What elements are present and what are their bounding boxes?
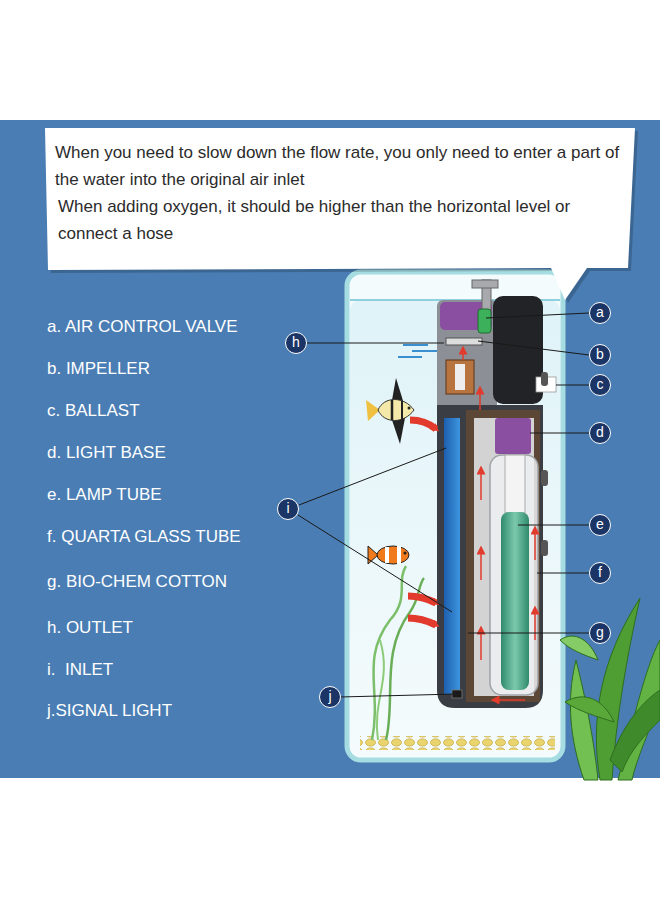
- light-base: [495, 418, 531, 454]
- water-ripple: [398, 356, 422, 358]
- fish-fin: [392, 418, 405, 444]
- leader-line: [299, 448, 446, 505]
- flow-arrow: [534, 610, 536, 640]
- callout-letter: e: [596, 517, 604, 531]
- flow-arrow: [479, 390, 481, 410]
- leader-line: [478, 341, 589, 355]
- suction-cup: [541, 372, 548, 386]
- water-ripple: [403, 344, 428, 346]
- fish-eye: [408, 407, 411, 410]
- speech-bubble: When you need to slow down the flow rate…: [45, 128, 635, 270]
- callout-letter: j: [328, 689, 331, 703]
- gravel: [360, 736, 555, 750]
- aquarium-tank: [347, 272, 563, 760]
- flow-arrow: [534, 530, 536, 560]
- leader-line: [530, 433, 589, 434]
- air-control-valve: [478, 309, 491, 333]
- flow-arrow: [480, 550, 482, 580]
- part-label: f. QUARTA GLASS TUBE: [47, 527, 241, 547]
- callout-letter: a: [596, 305, 604, 319]
- callout-letter: h: [292, 335, 300, 349]
- flow-arrow: [480, 470, 482, 500]
- leader-line: [518, 525, 589, 526]
- part-label: b. IMPELLER: [47, 359, 150, 379]
- callout-letter: f: [598, 565, 602, 579]
- part-label: a. AIR CONTROL VALVE: [47, 317, 238, 337]
- callout-circle: c: [589, 374, 611, 396]
- intake-arrow: [408, 618, 436, 625]
- leader-line: [340, 694, 456, 697]
- filter-housing: [437, 405, 543, 708]
- part-label: i. INLET: [47, 660, 113, 680]
- part-label: h. OUTLET: [47, 618, 133, 638]
- callout-circle: b: [589, 344, 611, 366]
- leader-line: [556, 385, 589, 386]
- impeller: [446, 338, 482, 345]
- leader-line: [298, 515, 452, 612]
- filter-head: [437, 300, 497, 410]
- lamp-cap: [505, 455, 525, 513]
- callout-circle: e: [589, 514, 611, 536]
- callout-letter: d: [596, 425, 604, 439]
- angelfish: [378, 400, 414, 421]
- suction-cup: [541, 540, 548, 556]
- callout-circle: d: [589, 422, 611, 444]
- note-text: When adding oxygen, it should be higher …: [58, 193, 623, 247]
- water-ripple: [412, 350, 440, 352]
- part-label: j.SIGNAL LIGHT: [47, 701, 172, 721]
- callout-letter: b: [596, 347, 604, 361]
- callout-letter: c: [597, 377, 604, 391]
- fish-stripe: [397, 546, 401, 564]
- bubble-shape: [45, 128, 635, 300]
- callout-circle: h: [285, 332, 307, 354]
- quartz-glass-tube: [490, 455, 538, 695]
- flow-arrow: [462, 350, 464, 360]
- plant-leaf: [570, 660, 598, 780]
- fish-stripe: [385, 547, 389, 563]
- flow-arrow: [495, 699, 525, 701]
- plant-leaf: [565, 697, 614, 722]
- callout-circle: g: [589, 622, 611, 644]
- ballast: [493, 296, 543, 404]
- blue-panel: [0, 120, 660, 778]
- callout-circle: a: [589, 302, 611, 324]
- intake-arrow: [410, 420, 436, 429]
- suction-cup: [541, 470, 548, 486]
- callout-letter: i: [286, 501, 289, 515]
- outlet-pipe: [472, 280, 498, 288]
- callout-circle: i: [277, 498, 299, 520]
- part-label: e. LAMP TUBE: [47, 485, 162, 505]
- leader-line: [486, 313, 589, 318]
- motor-shaft: [455, 364, 465, 390]
- seaweed: [386, 578, 424, 740]
- part-label: c. BALLAST: [47, 401, 140, 421]
- motor-coil: [446, 360, 474, 394]
- callout-circle: f: [589, 562, 611, 584]
- part-label: g. BIO-CHEM COTTON: [47, 572, 227, 592]
- lamp-tube: [501, 512, 529, 690]
- clownfish: [377, 546, 409, 564]
- flow-arrow: [480, 630, 482, 660]
- leader-line: [468, 633, 589, 634]
- seaweed: [377, 640, 384, 740]
- leader-line: [307, 343, 444, 344]
- fish-stripe: [401, 401, 403, 419]
- bio-chem-cotton: [466, 410, 540, 702]
- fish-eye: [404, 552, 407, 555]
- callout-letter: g: [596, 625, 604, 639]
- note-text: When you need to slow down the flow rate…: [55, 139, 620, 193]
- part-label: d. LIGHT BASE: [47, 443, 166, 463]
- plant-leaf: [610, 690, 660, 772]
- leader-line: [537, 573, 589, 574]
- callout-circle: j: [319, 686, 341, 708]
- inlet-channel: [444, 418, 460, 694]
- fish-stripe: [391, 400, 394, 420]
